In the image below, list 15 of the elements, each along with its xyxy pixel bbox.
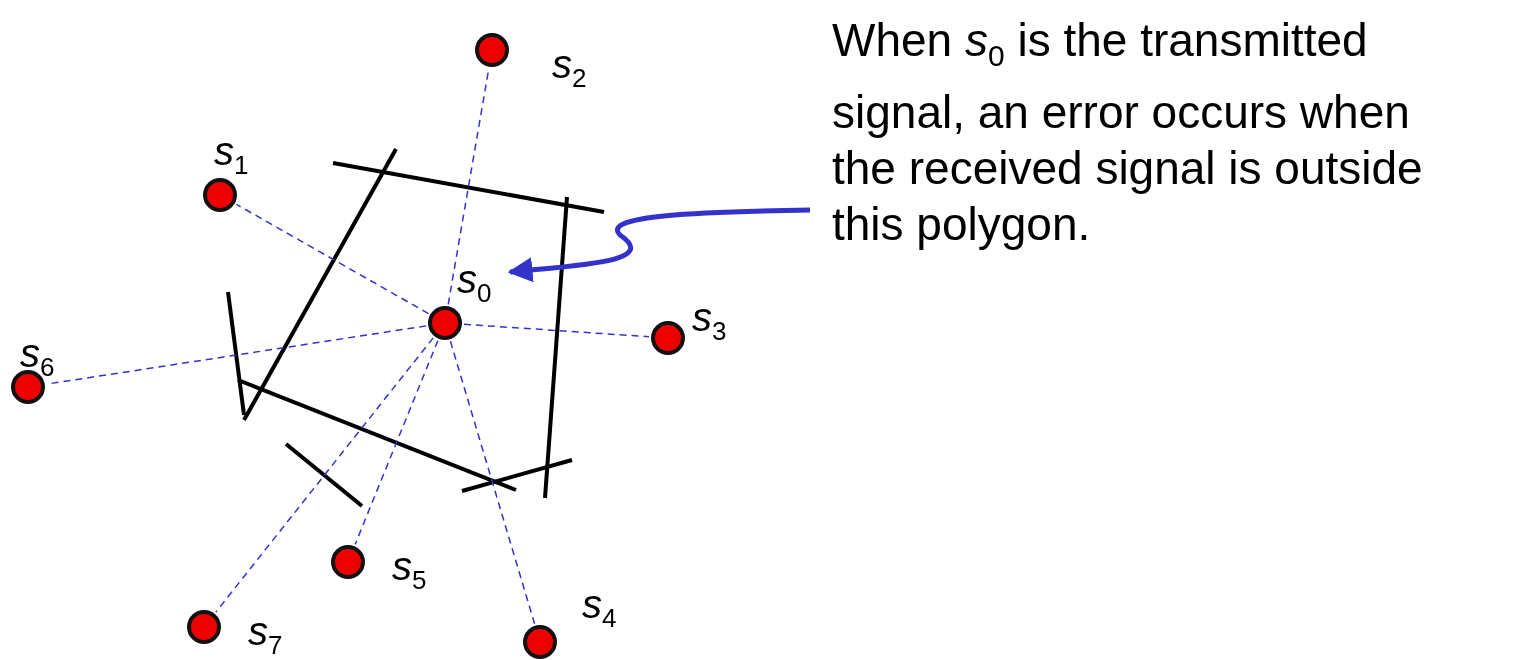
point-label: s$_{5}$ <box>392 546 427 593</box>
point-label: s$_{3}$ <box>692 297 727 344</box>
callout-arrow <box>507 207 811 283</box>
point-label: s$_{4}$ <box>582 584 617 631</box>
point-label: s$_{0}$ <box>457 259 492 306</box>
point-label: s$_{6}$ <box>20 333 55 380</box>
point-label: s$_{7}$ <box>248 611 283 658</box>
connector-line <box>215 337 434 613</box>
annotation-text: When s$_{0}$ is the transmitted signal, an error occurs when the received signal is outside this polygon. <box>832 13 1424 253</box>
connector-line <box>354 339 439 546</box>
connector-line <box>235 203 430 315</box>
connector-line <box>463 323 650 338</box>
connector-line <box>449 340 536 625</box>
point-label: s$_{2}$ <box>552 44 587 91</box>
point-label: s$_{1}$ <box>214 131 249 178</box>
